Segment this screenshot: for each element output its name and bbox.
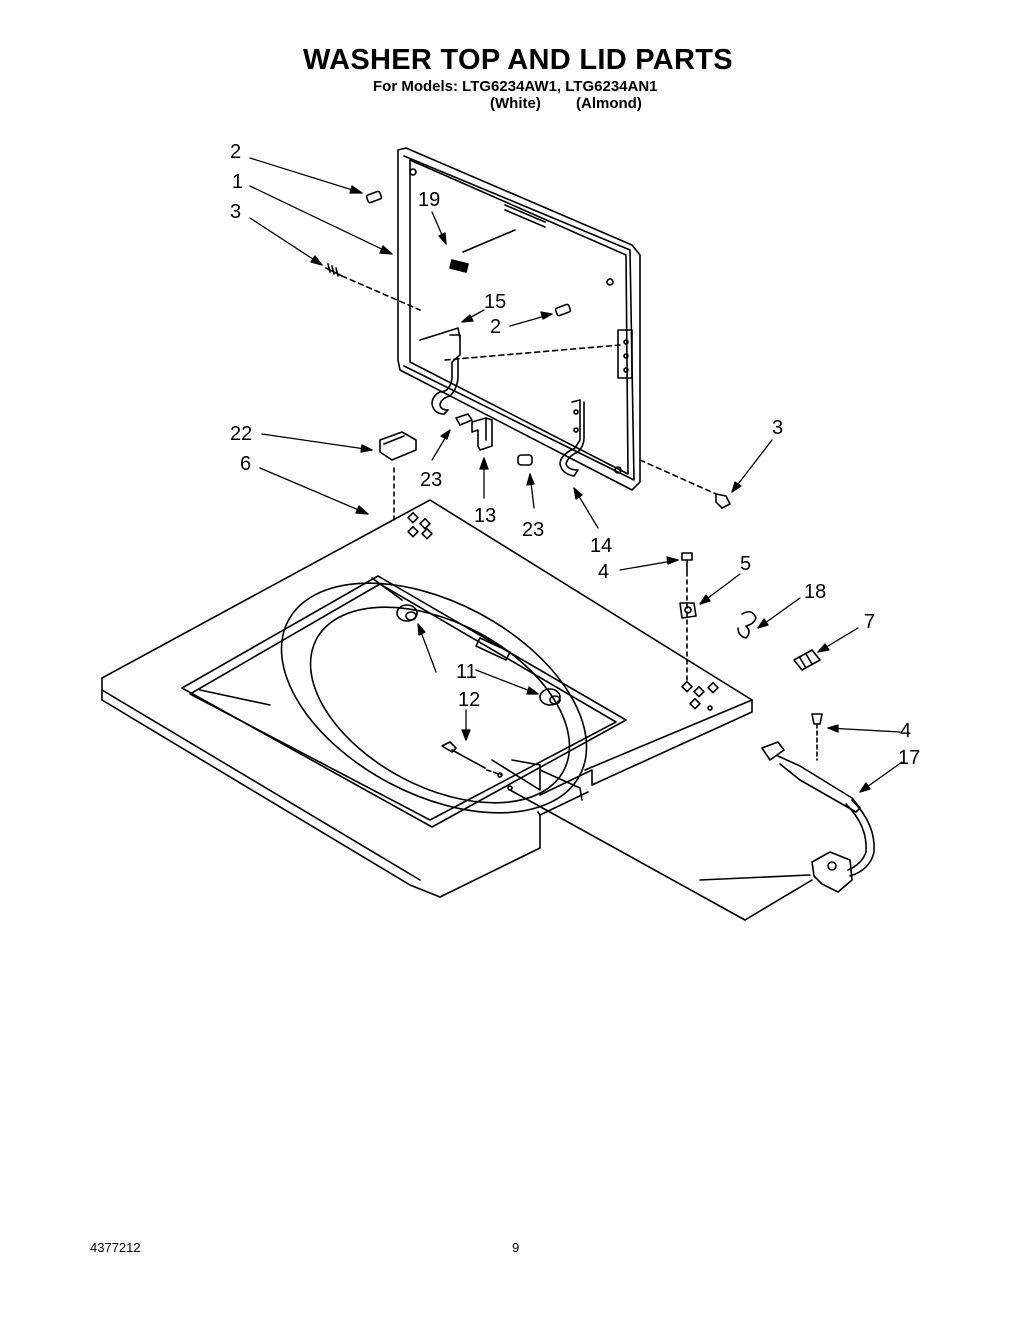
screw-left [325,263,421,311]
doc-number: 4377212 [90,1240,141,1255]
callout-23b: 23 [522,519,544,541]
hinge-bracket [471,417,493,451]
callout-14: 14 [590,535,612,557]
leader-lines [249,157,903,793]
hinge-pin-right [554,303,572,317]
page-number: 9 [512,1240,520,1255]
callout-labels: 2 1 3 19 15 2 22 6 23 13 23 14 3 4 5 18 … [230,141,920,769]
callout-12: 12 [458,689,480,711]
hinge-pin-top [365,190,383,204]
callout-3a: 3 [230,201,241,223]
clip-18 [737,610,757,639]
screw-right [639,459,731,509]
wire-line-2 [744,879,813,921]
callout-3b: 3 [772,417,783,439]
hinge-left [431,327,461,415]
callout-15: 15 [484,291,506,313]
callout-7: 7 [864,611,875,633]
callout-2a: 2 [230,141,241,163]
wire-line [509,789,746,921]
callout-4a: 4 [598,561,609,583]
callout-6: 6 [240,453,251,475]
screw-4-top [681,552,693,681]
damper-left [396,604,418,622]
callout-18: 18 [804,581,826,603]
callout-17: 17 [898,747,920,769]
bumper-right [517,454,533,466]
callout-23a: 23 [420,469,442,491]
callout-13: 13 [474,505,496,527]
color-almond: (Almond) [576,95,642,112]
callout-2b: 2 [490,316,501,338]
callout-11: 11 [456,661,477,683]
lid-frame [397,147,641,491]
page-title: WASHER TOP AND LID PARTS [303,44,733,76]
color-white: (White) [490,95,541,112]
label-plate [449,259,469,273]
damper-right [539,688,561,706]
callout-4b: 4 [900,720,911,742]
connector-7 [793,649,821,671]
screw-4-bottom [811,713,823,761]
lid-switch-17 [699,741,875,893]
callout-1: 1 [232,171,243,193]
callout-19: 19 [418,189,440,211]
callout-22: 22 [230,423,252,445]
nut-5 [679,602,697,619]
bumper-left [455,413,473,426]
hinge-right [559,399,585,477]
models-line: For Models: LTG6234AW1, LTG6234AN1 [373,78,658,95]
washer-top [101,499,753,898]
lid-switch-actuator [379,431,417,521]
callout-5: 5 [740,553,751,575]
screw-12 [441,741,503,776]
